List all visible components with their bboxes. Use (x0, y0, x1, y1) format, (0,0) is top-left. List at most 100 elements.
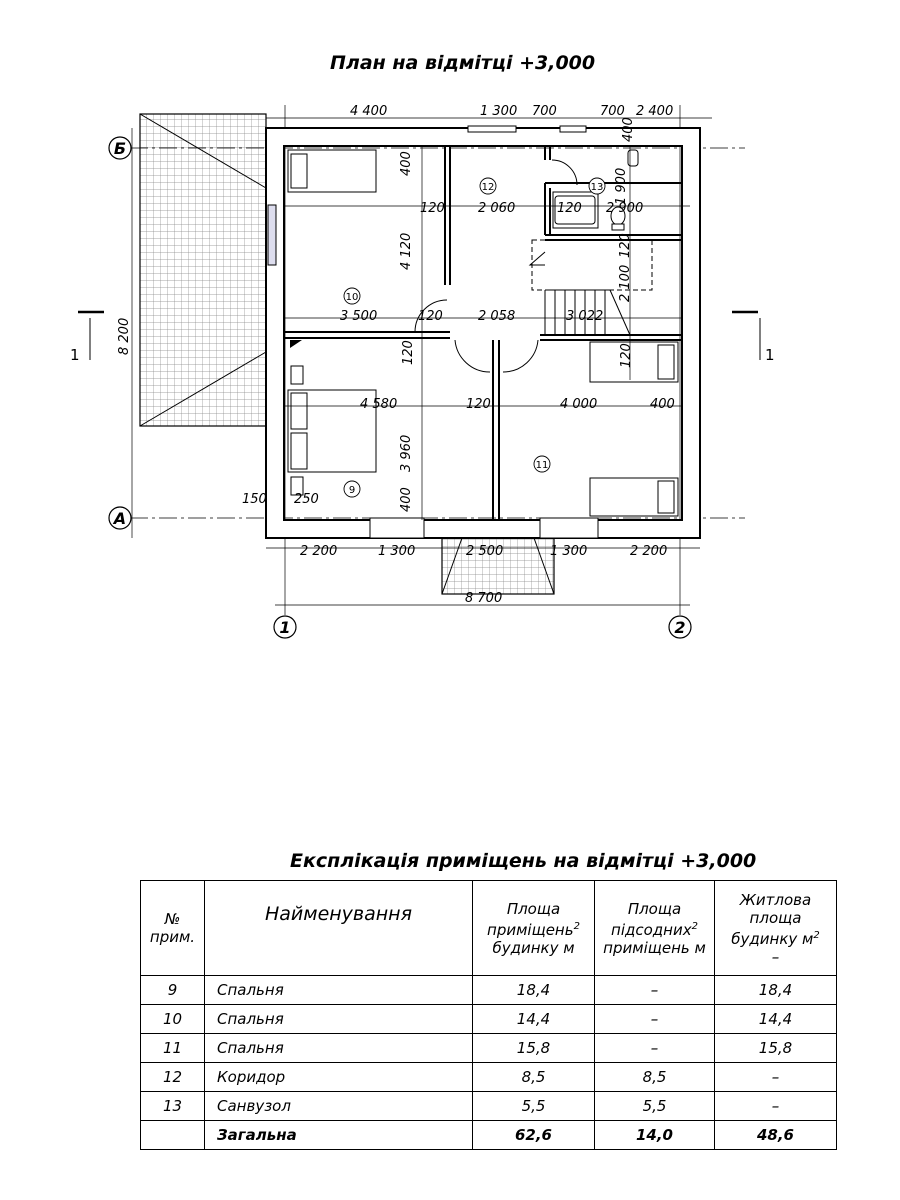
svg-text:120: 120 (618, 233, 633, 258)
svg-text:2 100: 2 100 (618, 265, 633, 302)
row-living-area: 18,4 (714, 975, 837, 1005)
svg-text:3 500: 3 500 (340, 309, 377, 324)
axis-bubble-b (108, 136, 132, 160)
svg-text:120: 120 (466, 397, 491, 412)
floor-plan: Б А 1 2 1 1 4 400 1 300 700 700 2 400 2 … (70, 104, 775, 639)
svg-text:700: 700 (600, 104, 625, 119)
svg-text:2 200: 2 200 (630, 544, 667, 559)
svg-text:1 900: 1 900 (614, 168, 629, 205)
axis-bubble-1 (273, 615, 297, 639)
svg-text:400: 400 (399, 487, 414, 512)
row-aux-area: – (594, 1004, 715, 1034)
row-num: 13 (140, 1091, 205, 1121)
row-aux-area: – (594, 1033, 715, 1063)
row-name: Санвузол (204, 1091, 473, 1121)
svg-text:120: 120 (418, 309, 443, 324)
room-marker-11 (533, 455, 551, 473)
row-aux-area: 8,5 (594, 1062, 715, 1092)
row-area: 15,8 (472, 1033, 595, 1063)
room-marker-13 (588, 177, 606, 195)
svg-text:400: 400 (650, 397, 675, 412)
room-marker-10 (343, 287, 361, 305)
interior-walls (284, 146, 682, 520)
row-num: 12 (140, 1062, 205, 1092)
axis-bubble-2 (668, 615, 692, 639)
row-name: Спальня (204, 1033, 473, 1063)
axis-label-a: А (112, 509, 126, 528)
vent-marker (290, 340, 302, 348)
svg-text:1 300: 1 300 (480, 104, 517, 119)
section-mark-left: 1 (70, 346, 80, 364)
svg-text:2 500: 2 500 (466, 544, 503, 559)
svg-text:8 200: 8 200 (117, 318, 132, 355)
row-area: 18,4 (472, 975, 595, 1005)
row-area: 14,4 (472, 1004, 595, 1034)
dimension-lines (131, 117, 712, 606)
roof-canopy-left (139, 113, 267, 427)
svg-text:4 000: 4 000 (560, 397, 597, 412)
furniture (287, 149, 679, 517)
svg-text:1 300: 1 300 (550, 544, 587, 559)
row-num: 11 (140, 1033, 205, 1063)
room-number-11: 11 (536, 460, 549, 471)
axis-bubble-a (108, 506, 132, 530)
svg-text:120: 120 (619, 343, 634, 368)
table-total-row: Загальна 62,6 14,0 48,6 (140, 1120, 837, 1150)
svg-text:2 900: 2 900 (606, 201, 643, 216)
room-number-10: 10 (346, 292, 359, 303)
table-row: 12 Коридор 8,5 8,5 – (140, 1062, 837, 1092)
room-number-13: 13 (591, 182, 604, 193)
windows (267, 125, 599, 539)
svg-text:2 060: 2 060 (478, 201, 515, 216)
row-name: Спальня (204, 975, 473, 1005)
svg-text:3 022: 3 022 (566, 309, 603, 324)
row-aux-area: 5,5 (594, 1091, 715, 1121)
row-area: 8,5 (472, 1062, 595, 1092)
room-number-12: 12 (482, 182, 495, 193)
svg-text:120: 120 (401, 340, 416, 365)
section-marks (78, 310, 761, 360)
row-area: 5,5 (472, 1091, 595, 1121)
svg-text:4 580: 4 580 (360, 397, 397, 412)
row-living-area: – (714, 1062, 837, 1092)
table-row: 13 Санвузол 5,5 5,5 – (140, 1091, 837, 1121)
plan-title: План на відмітці +3,000 (330, 52, 596, 74)
room-marker-12 (479, 177, 497, 195)
svg-text:1 300: 1 300 (378, 544, 415, 559)
row-name: Коридор (204, 1062, 473, 1092)
row-living-area: 48,6 (714, 1120, 837, 1150)
stairs (528, 239, 653, 336)
svg-text:150: 150 (242, 492, 267, 507)
room-number-9: 9 (349, 485, 355, 496)
section-mark-right: 1 (765, 346, 775, 364)
svg-text:400: 400 (621, 117, 636, 142)
porch-canopy (441, 537, 555, 595)
row-area: 62,6 (472, 1120, 595, 1150)
svg-text:250: 250 (294, 492, 319, 507)
row-aux-area: 14,0 (594, 1120, 715, 1150)
row-aux-area: – (594, 975, 715, 1005)
room-marker-9 (343, 480, 361, 498)
row-name: Спальня (204, 1004, 473, 1034)
row-living-area: 15,8 (714, 1033, 837, 1063)
svg-text:3 960: 3 960 (399, 435, 414, 472)
axis-label-1: 1 (279, 618, 290, 637)
table-row: 10 Спальня 14,4 – 14,4 (140, 1004, 837, 1034)
svg-text:400: 400 (399, 151, 414, 176)
row-num (140, 1120, 205, 1150)
header-name: Найменування (204, 880, 473, 976)
svg-text:4 400: 4 400 (350, 104, 387, 119)
svg-text:120: 120 (557, 201, 582, 216)
svg-text:2 200: 2 200 (300, 544, 337, 559)
door-swings (414, 159, 578, 373)
row-num: 9 (140, 975, 205, 1005)
table-row: 9 Спальня 18,4 – 18,4 (140, 975, 837, 1005)
svg-text:8 700: 8 700 (465, 591, 502, 606)
axis-label-2: 2 (674, 618, 685, 637)
